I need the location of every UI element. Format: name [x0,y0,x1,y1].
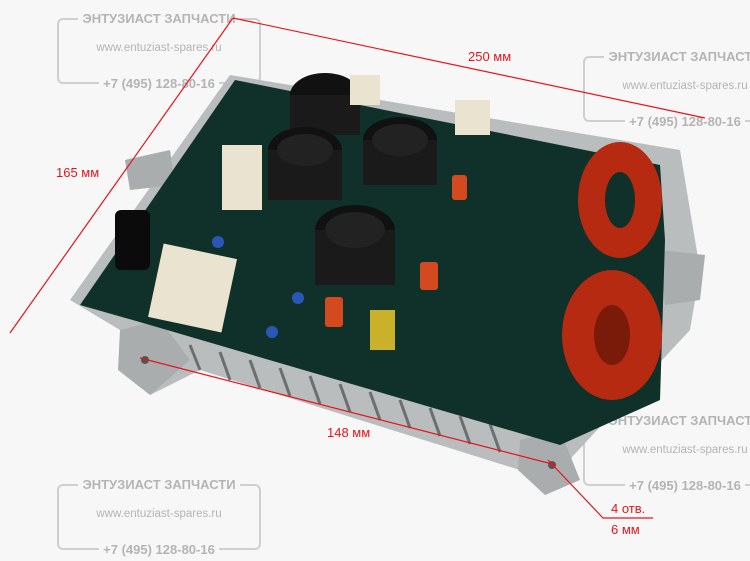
mounting-tab [660,250,705,305]
watermark: ЭНТУЗИАСТ ЗАПЧАСТИ www.entuziast-spares.… [57,11,261,91]
connector [222,145,262,210]
watermark: ЭНТУЗИАСТ ЗАПЧАСТИ www.entuziast-spares.… [583,413,750,493]
watermark: ЭНТУЗИАСТ ЗАПЧАСТИ www.entuziast-spares.… [57,477,261,557]
hole-leader-line [547,459,653,519]
length-dimension-line [232,17,706,119]
connector [455,100,490,135]
connector [148,243,238,333]
hole-diameter-label: 6 мм [611,522,640,537]
watermark-phone: +7 (495) 128-80-16 [99,542,219,557]
holes-count-label: 4 отв. [611,501,646,516]
watermark-site: www.entuziast-spares.ru [622,80,748,92]
mounting-tab [118,320,190,395]
watermark-name: ЭНТУЗИАСТ ЗАПЧАСТИ [78,11,240,26]
heatsink-fins [188,344,502,453]
hole-spacing-label: 148 мм [327,425,371,440]
watermark-site: www.entuziast-spares.ru [622,444,748,456]
watermark-name: ЭНТУЗИАСТ ЗАПЧАСТИ [604,413,750,428]
width-label: 165 мм [56,165,100,180]
watermark: ЭНТУЗИАСТ ЗАПЧАСТИ www.entuziast-spares.… [583,49,750,129]
copper-toroid-coils [562,142,662,400]
dimension-lines [9,17,706,519]
watermark-site: www.entuziast-spares.ru [96,508,222,520]
mounting-tab [125,150,175,190]
length-label: 250 мм [468,49,512,64]
connector [350,75,380,105]
capacitors [268,73,437,285]
watermark-site: www.entuziast-spares.ru [96,42,222,54]
watermark-name: ЭНТУЗИАСТ ЗАПЧАСТИ [78,477,240,492]
watermark-name: ЭНТУЗИАСТ ЗАПЧАСТИ [604,49,750,64]
watermark-phone: +7 (495) 128-80-16 [625,478,745,493]
watermark-phone: +7 (495) 128-80-16 [625,114,745,129]
hole-spacing-dimension-line [139,357,557,466]
width-dimension-line [9,17,234,334]
